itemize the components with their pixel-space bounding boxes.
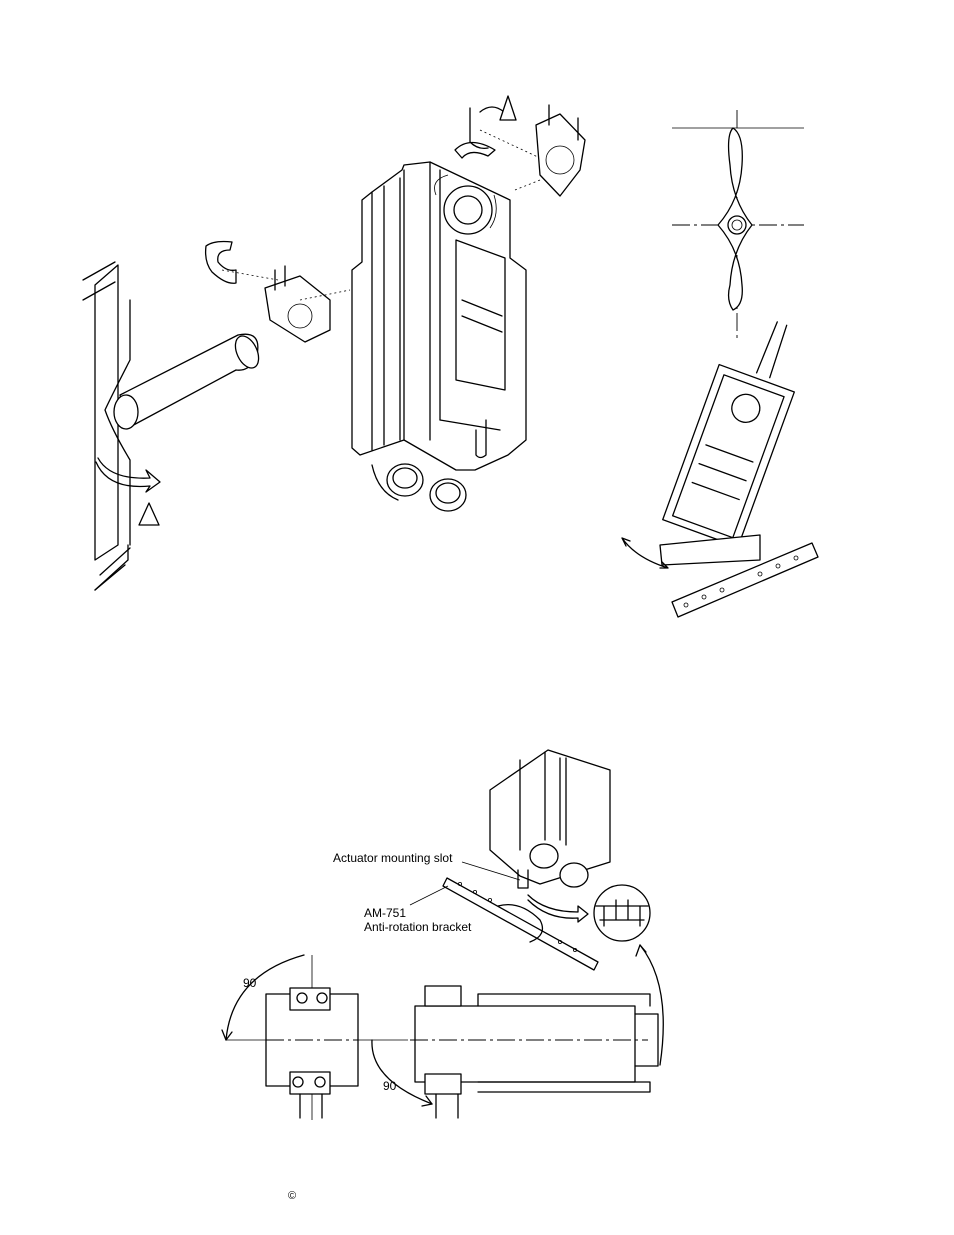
tilted-actuator [663,308,815,547]
slot-detail-circle [594,885,650,941]
damper-shaft [114,332,263,429]
angle-label-top: 90 [243,976,256,990]
clamp-assembly-right [455,96,585,196]
am-751-label: AM-751 [364,906,406,920]
anti-rotation-bracket-swing [660,535,818,617]
warning-triangle-icon [139,503,159,525]
warning-triangle-icon-top [500,96,516,120]
actuator-body [352,162,526,511]
rotation-arrow [96,458,160,492]
figure-top-views [222,955,658,1120]
actuator-mounting-slot-label: Actuator mounting slot [333,851,452,865]
anti-rotation-bracket-label: Anti-rotation bracket [364,920,471,934]
copyright-mark: © [288,1190,296,1202]
clamp-assembly-left [206,242,350,343]
angle-label-bottom: 90 [383,1079,396,1093]
figure-shaft-mount [83,96,585,590]
figure-bracket-swing [622,110,818,617]
